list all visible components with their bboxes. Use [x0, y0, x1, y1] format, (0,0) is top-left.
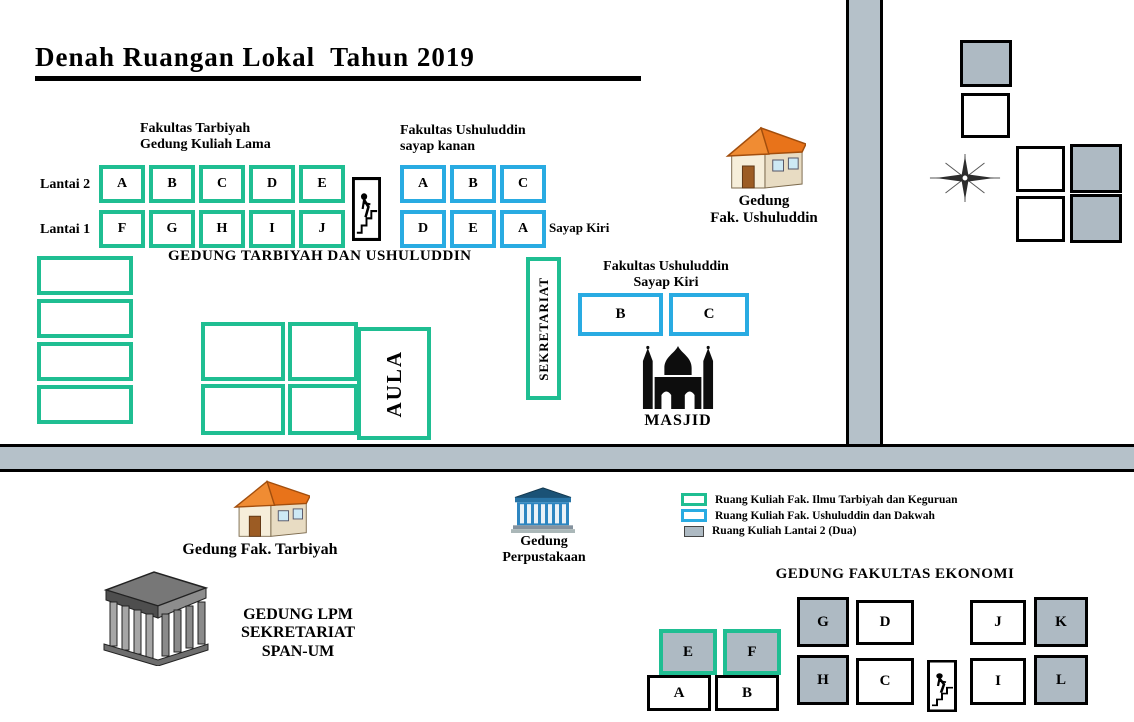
middle-block-room-2	[288, 322, 358, 381]
legend-swatch-blue	[681, 509, 707, 522]
sekretariat-office: SEKRETARIAT	[526, 257, 561, 400]
ushuluddin-right-heading-line1: Fakultas Ushuluddin	[400, 123, 526, 138]
title-underline	[35, 76, 641, 81]
masjid-label: MASJID	[644, 412, 712, 429]
tarbiyah-heading-line2: Gedung Kuliah Lama	[140, 136, 271, 152]
library-building-icon	[511, 485, 575, 533]
middle-block-room-4	[288, 384, 358, 435]
lpm-line1: GEDUNG LPM	[243, 606, 353, 623]
room-ekonomi-g: G	[797, 597, 849, 647]
tarbiyah-block-heading: Fakultas Tarbiyah Gedung Kuliah Lama	[140, 121, 271, 152]
room-ushuluddin-r2-e: E	[450, 210, 496, 248]
room-ekonomi-e: E	[659, 629, 717, 675]
room-ushuluddin-r1-a: A	[400, 165, 446, 203]
road-vertical	[846, 0, 883, 447]
lpm-building-icon	[100, 560, 212, 666]
room-ekonomi-l: L	[1034, 655, 1088, 705]
gedung-ushuluddin-line2: Fak. Ushuluddin	[710, 209, 818, 226]
legend-label-ushuluddin: Ruang Kuliah Fak. Ushuluddin dan Dakwah	[715, 509, 935, 522]
stairs-icon	[352, 177, 381, 241]
room-tarbiyah-l2-e: E	[299, 165, 345, 203]
aula-hall: AULA	[357, 327, 431, 440]
gedung-ushuluddin-label: Gedung Fak. Ushuluddin	[688, 193, 840, 227]
ushuluddin-right-heading-line2: sayap kanan	[400, 138, 476, 154]
tr-gray-block-3	[1070, 194, 1122, 243]
mosque-icon	[641, 345, 715, 409]
room-ekonomi-j: J	[970, 600, 1026, 645]
lpm-line3: SPAN-UM	[261, 642, 335, 660]
tr-white-block-2	[1016, 146, 1065, 192]
lpm-line2: SEKRETARIAT	[240, 624, 356, 642]
room-ekonomi-k: K	[1034, 597, 1088, 647]
ekonomi-title: GEDUNG FAKULTAS EKONOMI	[775, 566, 1015, 582]
left-block-room-2	[37, 299, 133, 338]
lpm-label: GEDUNG LPM SEKRETARIAT SPAN-UM	[212, 606, 384, 661]
tr-white-block-1	[961, 93, 1010, 138]
legend-label-lantai2: Ruang Kuliah Lantai 2 (Dua)	[712, 525, 857, 537]
room-tarbiyah-l1-f: F	[99, 210, 145, 248]
gedung-tarbiyah-ushuluddin-caption: GEDUNG TARBIYAH DAN USHULUDDIN	[168, 248, 472, 264]
floor2-label: Lantai 2	[40, 177, 91, 192]
house-icon-ushuluddin	[718, 122, 806, 192]
aula-label: AULA	[381, 349, 406, 418]
room-ushuluddin-left-c: C	[669, 293, 749, 336]
room-ushuluddin-r2-a: A	[500, 210, 546, 248]
legend-item-tarbiyah: Ruang Kuliah Fak. Ilmu Tarbiyah dan Kegu…	[681, 493, 958, 506]
gedung-ushuluddin-line1: Gedung	[738, 193, 790, 209]
middle-block-room-3	[201, 384, 285, 435]
compass-icon	[928, 150, 1002, 206]
room-tarbiyah-l2-d: D	[249, 165, 295, 203]
tr-white-block-3	[1016, 196, 1065, 242]
ushuluddin-left-heading-line2: Sayap Kiri	[633, 274, 699, 290]
legend-swatch-gray	[684, 525, 704, 537]
legend-item-lantai2: Ruang Kuliah Lantai 2 (Dua)	[681, 525, 856, 537]
stairs-icon-ekonomi	[927, 660, 957, 712]
room-ekonomi-i: I	[970, 658, 1026, 705]
gedung-perpustakaan-label: Gedung Perpustakaan	[478, 534, 610, 565]
tr-gray-block-1	[960, 40, 1012, 87]
room-ekonomi-b: B	[715, 675, 779, 711]
room-tarbiyah-l1-j: J	[299, 210, 345, 248]
room-ekonomi-h: H	[797, 655, 849, 705]
room-ekonomi-a: A	[647, 675, 711, 711]
perpustakaan-line2: Perpustakaan	[502, 549, 586, 565]
tr-gray-block-2	[1070, 144, 1122, 193]
gedung-tarbiyah-label: Gedung Fak. Tarbiyah	[182, 541, 338, 558]
room-tarbiyah-l1-h: H	[199, 210, 245, 248]
room-ushuluddin-left-b: B	[578, 293, 663, 336]
left-block-room-1	[37, 256, 133, 295]
tarbiyah-heading-line1: Fakultas Tarbiyah	[140, 121, 251, 136]
perpustakaan-line1: Gedung	[520, 534, 568, 549]
room-ushuluddin-r2-d: D	[400, 210, 446, 248]
house-icon-tarbiyah	[226, 476, 310, 540]
room-ekonomi-f: F	[723, 629, 781, 675]
room-tarbiyah-l2-a: A	[99, 165, 145, 203]
room-tarbiyah-l1-i: I	[249, 210, 295, 248]
sayap-kiri-side-label: Sayap Kiri	[549, 220, 610, 235]
room-tarbiyah-l2-c: C	[199, 165, 245, 203]
legend-swatch-green	[681, 493, 707, 506]
page-title: Denah Ruangan Lokal Tahun 2019	[35, 42, 475, 72]
left-block-room-4	[37, 385, 133, 424]
room-ushuluddin-r1-c: C	[500, 165, 546, 203]
ushuluddin-left-heading: Fakultas Ushuluddin Sayap Kiri	[585, 259, 747, 290]
room-tarbiyah-l1-g: G	[149, 210, 195, 248]
middle-block-room-1	[201, 322, 285, 381]
legend-item-ushuluddin: Ruang Kuliah Fak. Ushuluddin dan Dakwah	[681, 509, 935, 522]
floor1-label: Lantai 1	[40, 222, 91, 237]
room-ekonomi-d: D	[856, 600, 914, 645]
room-ushuluddin-r1-b: B	[450, 165, 496, 203]
legend-label-tarbiyah: Ruang Kuliah Fak. Ilmu Tarbiyah dan Kegu…	[715, 493, 958, 506]
room-tarbiyah-l2-b: B	[149, 165, 195, 203]
ushuluddin-left-heading-line1: Fakultas Ushuluddin	[603, 259, 729, 274]
room-ekonomi-c: C	[856, 658, 914, 705]
road-horizontal	[0, 444, 1134, 472]
left-block-room-3	[37, 342, 133, 381]
sekretariat-label: SEKRETARIAT	[535, 276, 551, 381]
ushuluddin-right-heading: Fakultas Ushuluddin sayap kanan	[400, 123, 526, 154]
